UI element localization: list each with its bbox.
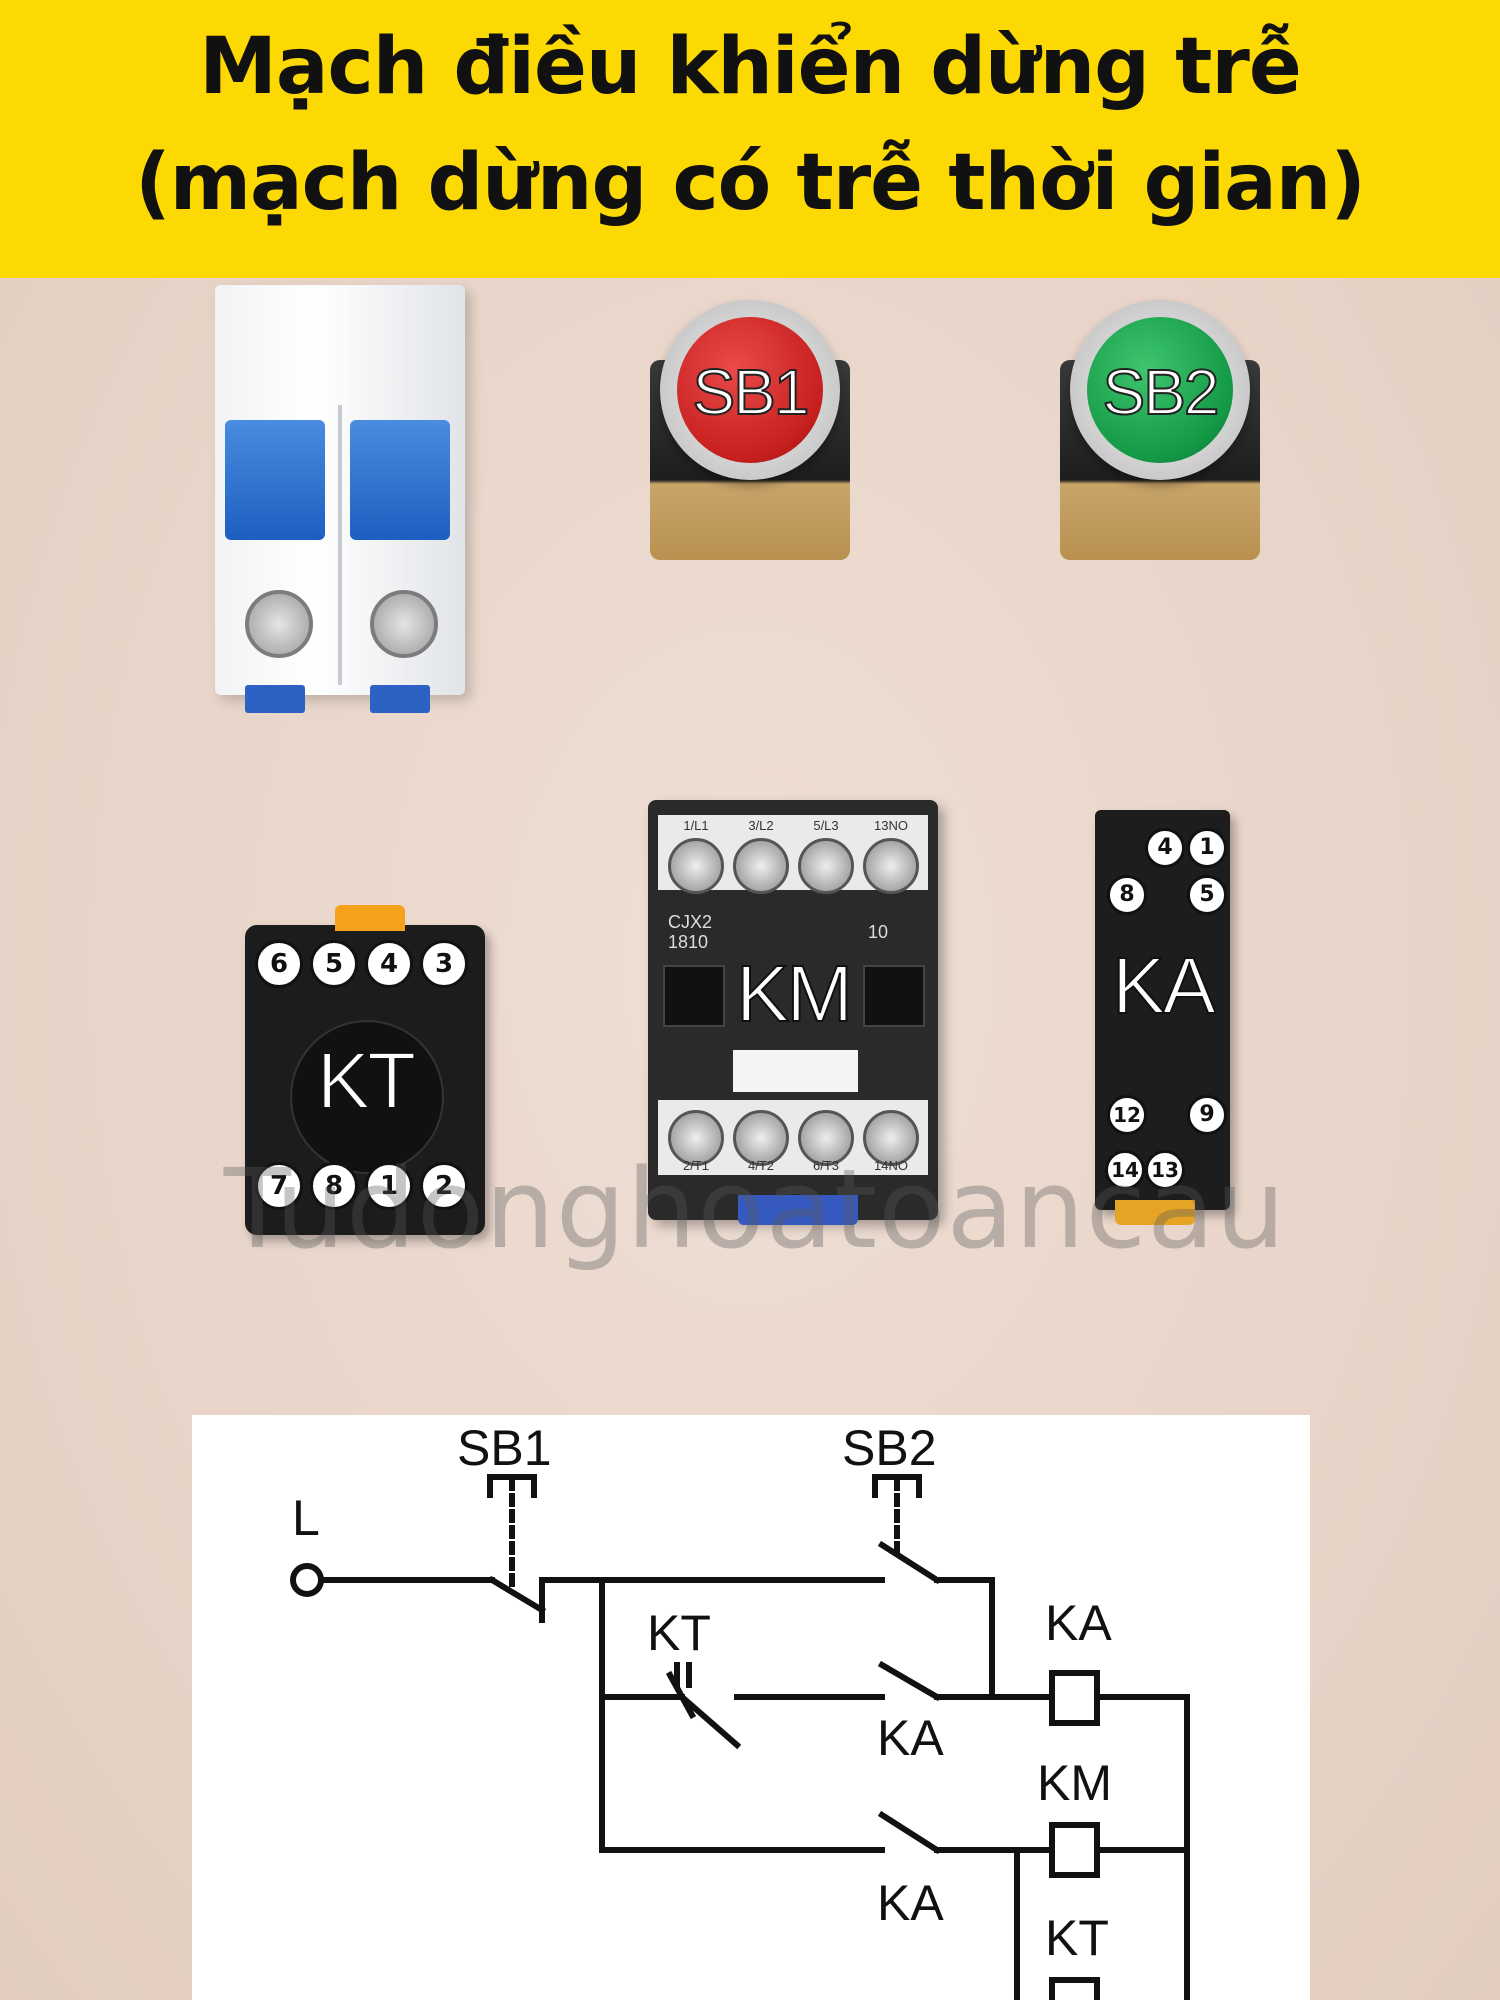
breaker-clip — [370, 685, 430, 713]
kt-delay-mark-icon — [665, 1670, 697, 1720]
km-coil-icon — [1049, 1822, 1100, 1878]
terminal-label: 14NO — [874, 1158, 908, 1173]
terminal-label: 2/T1 — [682, 1158, 709, 1173]
terminal-label: 4/T2 — [747, 1158, 774, 1173]
ka-pin: 13 — [1145, 1150, 1185, 1190]
terminal-screw-icon — [733, 838, 789, 894]
title-line-1: Mạch điều khiển dừng trễ — [199, 22, 1302, 112]
schematic-diagram: L SB1 SB2 KT KA KA KA KM KT — [290, 1420, 1190, 2000]
sb1-contact — [487, 1575, 547, 1615]
ka-contact-label: KA — [877, 1875, 944, 1931]
kt-coil-icon — [1049, 1977, 1100, 2000]
ka-pin: 5 — [1187, 875, 1227, 915]
base-socket-hub — [290, 1020, 444, 1174]
terminal-screw-icon — [798, 838, 854, 894]
breaker-screw-icon — [245, 590, 313, 658]
ka-coil-label: KA — [1045, 1595, 1112, 1651]
kt-pin: 5 — [310, 940, 358, 988]
contactor-window — [663, 965, 725, 1027]
terminal-label: 3/L2 — [748, 818, 774, 833]
kt-pin: 8 — [310, 1162, 358, 1210]
kt-label: KT — [316, 1035, 417, 1126]
contactor-model: CJX2 1810 — [668, 912, 712, 952]
button-cap-red — [677, 317, 823, 463]
relay-foot — [1115, 1200, 1195, 1225]
sb1-head-icon — [487, 1474, 537, 1498]
title-line-2: (mạch dừng có trễ thời gian) — [135, 138, 1366, 228]
kt-delay-mark-icon — [674, 1662, 692, 1688]
sb1-schematic-label: SB1 — [457, 1420, 552, 1476]
breaker-screw-icon — [370, 590, 438, 658]
timer-relay-base-kt: 6 5 4 3 7 8 1 2 KT — [245, 905, 485, 1235]
contactor-km: 1/L1 3/L2 5/L3 13NO CJX2 1810 10 KM 2/T1… — [648, 800, 938, 1225]
breaker-toggle-2 — [350, 420, 450, 540]
ka-hold-contact — [877, 1660, 942, 1702]
button-cap-green — [1087, 317, 1233, 463]
km-coil-label: KM — [1037, 1755, 1112, 1811]
ka-contact-label: KA — [877, 1710, 944, 1766]
ka-pin: 1 — [1187, 828, 1227, 868]
title-banner: Mạch điều khiển dừng trễ (mạch dừng có t… — [0, 0, 1500, 278]
terminal-label: 13NO — [874, 818, 908, 833]
terminal-screw-icon — [733, 1110, 789, 1166]
terminal-screw-icon — [863, 1110, 919, 1166]
sb2-contact — [877, 1540, 942, 1585]
ka-pin: 8 — [1107, 875, 1147, 915]
schematic-panel: L SB1 SB2 KT KA KA KA KM KT — [192, 1415, 1310, 2000]
base-tab — [335, 905, 405, 931]
kt-pin: 1 — [365, 1162, 413, 1210]
contactor-code: 10 — [868, 922, 889, 942]
terminal-screw-icon — [668, 1110, 724, 1166]
contactor-model-line: CJX2 — [668, 912, 713, 932]
line-label: L — [292, 1490, 320, 1546]
ka-pin: 14 — [1105, 1150, 1145, 1190]
terminal-screw-icon — [668, 838, 724, 894]
kt-contact-label: KT — [647, 1605, 711, 1661]
contactor-window — [863, 965, 925, 1027]
sb2-schematic-label: SB2 — [842, 1420, 937, 1476]
kt-pin: 2 — [420, 1162, 468, 1210]
contactor-model-line: 1810 — [668, 932, 709, 952]
ka-pin: 12 — [1107, 1095, 1147, 1135]
terminal-label: 5/L3 — [813, 818, 839, 833]
watermark: Tudonghoatoancau — [223, 1145, 1287, 1273]
contactor-foot — [738, 1195, 858, 1225]
ka-contact — [877, 1810, 942, 1855]
terminal-screw-icon — [863, 838, 919, 894]
ka-pin: 9 — [1187, 1095, 1227, 1135]
sb2-label: SB2 — [1102, 355, 1221, 429]
line-terminal-icon — [290, 1563, 324, 1597]
terminal-label: 1/L1 — [683, 818, 709, 833]
relay-base-ka: 4 1 8 5 KA 12 9 14 13 — [1095, 810, 1230, 1225]
kt-pin: 3 — [420, 940, 468, 988]
breaker-clip — [245, 685, 305, 713]
contactor-nameplate — [733, 1050, 858, 1092]
ka-label: KA — [1111, 940, 1217, 1031]
kt-pin: 6 — [255, 940, 303, 988]
sb1-label: SB1 — [692, 355, 811, 429]
ka-pin: 4 — [1145, 828, 1185, 868]
km-label: KM — [735, 948, 854, 1039]
terminal-label: 6/T3 — [812, 1158, 839, 1173]
kt-pin: 7 — [255, 1162, 303, 1210]
circuit-breaker — [215, 285, 465, 715]
sb2-head-icon — [872, 1474, 922, 1498]
terminal-screw-icon — [798, 1110, 854, 1166]
ka-coil-icon — [1049, 1670, 1100, 1726]
breaker-toggle-1 — [225, 420, 325, 540]
push-button-sb1: SB1 — [635, 300, 865, 560]
kt-pin: 4 — [365, 940, 413, 988]
kt-coil-label: KT — [1045, 1910, 1109, 1966]
push-button-sb2: SB2 — [1045, 300, 1275, 560]
kt-contact — [677, 1692, 742, 1750]
breaker-divider — [338, 405, 342, 685]
